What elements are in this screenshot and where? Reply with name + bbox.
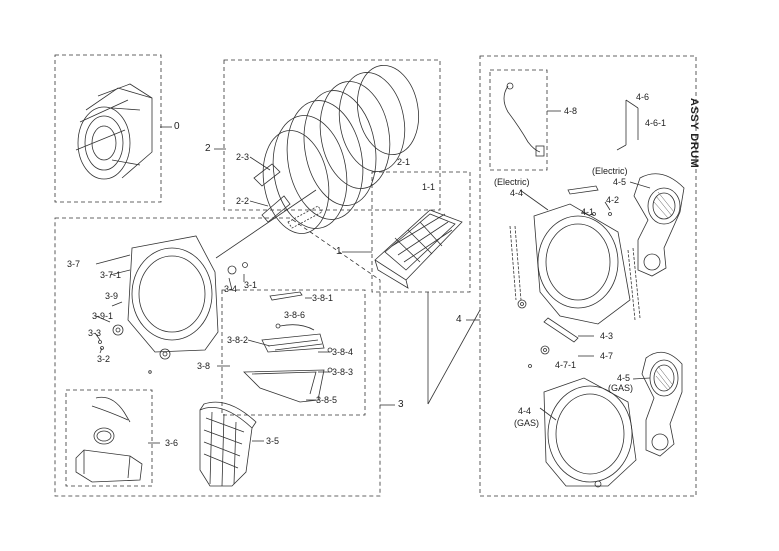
part-3-9-bearing xyxy=(98,324,171,374)
group-box-0 xyxy=(54,54,162,203)
callout-4-7: 4-7 xyxy=(600,351,614,361)
callout-4-1: 4-1 xyxy=(581,207,595,217)
group-box-1 xyxy=(371,171,471,293)
callout-3-8-6: 3-8-6 xyxy=(284,310,306,320)
callout-3-7-1: 3-7-1 xyxy=(100,270,122,280)
callout-3-8-4: 3-8-4 xyxy=(332,347,354,357)
part-4-3-4-7-parts xyxy=(528,212,612,368)
callout-4-6-1: 4-6-1 xyxy=(645,118,667,128)
group-box-3 xyxy=(54,217,381,497)
callout-3: 3 xyxy=(398,399,404,410)
callout-2: 2 xyxy=(205,143,211,154)
callout-2-3: 2-3 xyxy=(236,152,250,162)
group-box-4-8 xyxy=(489,69,548,171)
group-box-3-8 xyxy=(221,289,366,416)
callout-4-5-gas: 4-5 xyxy=(617,373,631,383)
callout-2-2: 2-2 xyxy=(236,196,250,206)
callout-0: 0 xyxy=(174,121,180,132)
group-box-3-6 xyxy=(65,389,153,487)
part-4-5-gas-duct xyxy=(641,351,683,457)
part-3-6-kit xyxy=(75,396,143,483)
label-electric-b: (Electric) xyxy=(494,177,530,187)
part-3-8-set xyxy=(243,291,333,403)
group-box-2 xyxy=(223,59,441,211)
callout-3-3: 3-3 xyxy=(88,328,102,338)
callout-3-7: 3-7 xyxy=(67,259,81,269)
callout-3-8-1: 3-8-1 xyxy=(312,293,334,303)
callout-3-9: 3-9 xyxy=(105,291,119,301)
callout-3-8-5: 3-8-5 xyxy=(316,395,338,405)
callout-3-8-3: 3-8-3 xyxy=(332,367,354,377)
group-box-4 xyxy=(479,55,697,497)
part-0-drum-assembly xyxy=(75,83,153,180)
part-3-5-grille xyxy=(199,401,257,487)
callout-3-4: 3-4 xyxy=(224,284,238,294)
part-4-8-wire xyxy=(503,82,545,157)
label-gas-b: (GAS) xyxy=(514,418,540,428)
callout-3-1: 3-1 xyxy=(244,280,258,290)
part-4-5-electric-duct xyxy=(633,173,685,277)
part-3-7-front-frame xyxy=(127,235,248,353)
callout-3-6: 3-6 xyxy=(165,438,179,448)
callout-4-8: 4-8 xyxy=(564,106,578,116)
callout-4-6: 4-6 xyxy=(636,92,650,102)
part-4-4-electric-rear xyxy=(509,185,641,325)
callout-4-4-gas: 4-4 xyxy=(518,406,532,416)
callout-1-1: 1-1 xyxy=(422,182,436,192)
callout-2-1: 2-1 xyxy=(397,157,411,167)
callout-4-2: 4-2 xyxy=(606,195,620,205)
page-title: ASSY DRUM xyxy=(688,98,700,169)
part-4-4-gas-rear xyxy=(543,377,637,488)
callout-3-9-1: 3-9-1 xyxy=(92,311,114,321)
callout-4-5-electric: 4-5 xyxy=(613,177,627,187)
label-electric-a: (Electric) xyxy=(592,166,628,176)
part-1-1-filter xyxy=(374,209,463,289)
callout-3-5: 3-5 xyxy=(266,436,280,446)
callout-4-7-1: 4-7-1 xyxy=(555,360,577,370)
part-2-drum-rings xyxy=(253,64,419,234)
callout-3-2: 3-2 xyxy=(97,354,111,364)
callout-3-8: 3-8 xyxy=(197,361,211,371)
callout-4-3: 4-3 xyxy=(600,331,614,341)
callout-4-4-electric: 4-4 xyxy=(510,188,524,198)
callout-1: 1 xyxy=(336,246,342,257)
callout-4: 4 xyxy=(456,314,462,325)
callout-3-8-2: 3-8-2 xyxy=(227,335,249,345)
label-gas-a: (GAS) xyxy=(608,383,634,393)
